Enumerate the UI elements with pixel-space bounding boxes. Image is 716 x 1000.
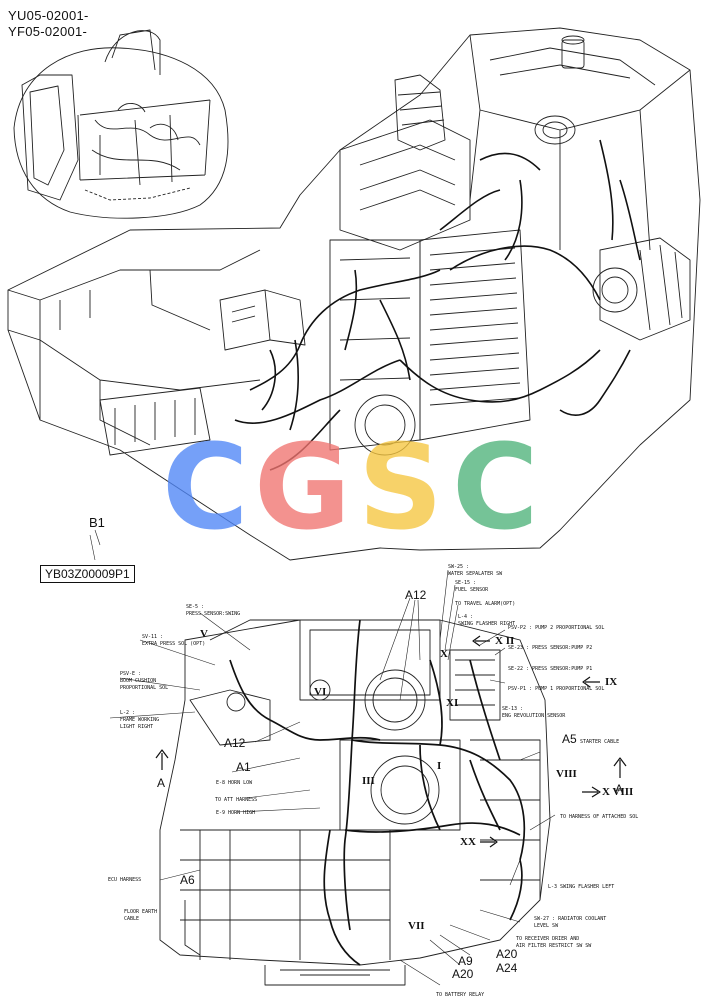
label-eng-rev: ENG REVOLUTION SENSOR bbox=[502, 713, 566, 719]
label-l2: L-2 : bbox=[120, 710, 136, 716]
harness-wires-upper bbox=[234, 139, 641, 471]
label-a12-top: A12 bbox=[405, 588, 427, 602]
view-arrow-a-left: A bbox=[157, 776, 166, 790]
watermark-letter-c1: C bbox=[162, 418, 249, 556]
label-sw27: SW-27 : RADIATOR COOLANT bbox=[534, 916, 607, 922]
label-press-swing: PRESS SENSOR:SWING bbox=[186, 611, 241, 617]
label-water-sep: WATER SEPALATER SW bbox=[448, 571, 503, 577]
view-label-x: X bbox=[440, 648, 448, 660]
label-light-right: LIGHT RIGHT bbox=[120, 724, 154, 730]
label-air-filter: AIR FILTER RESTRICT SW SW bbox=[516, 943, 592, 949]
label-psv-p2: PSV-P2 : PUMP 2 PROPORTIONAL SOL bbox=[508, 625, 605, 631]
label-a24: A24 bbox=[496, 961, 518, 975]
label-l3: L-3 SWING FLASHER LEFT bbox=[548, 884, 615, 890]
label-a12-left: A12 bbox=[224, 736, 246, 750]
label-boom-cushion: BOOM CUSHION bbox=[120, 678, 157, 684]
view-arrows bbox=[155, 635, 627, 848]
label-a1: A1 bbox=[236, 760, 251, 774]
label-harness-attached: TO HARNESS OF ATTACHED SOL bbox=[560, 814, 639, 820]
label-a20-a: A20 bbox=[496, 947, 518, 961]
label-l4: L-4 : bbox=[458, 614, 474, 620]
label-e8-low: E-8 HORN LOW bbox=[216, 780, 253, 786]
watermark-letter-g: G bbox=[254, 418, 351, 556]
view-label-xii: X II bbox=[495, 635, 515, 647]
label-fuel-sensor: FUEL SENSOR bbox=[455, 587, 489, 593]
watermark-letter-c2: C bbox=[452, 418, 539, 556]
cab-inset bbox=[13, 29, 229, 219]
label-se5: SE-5 : bbox=[186, 604, 205, 610]
label-floor-earth: FLOOR EARTH bbox=[124, 909, 158, 915]
watermark: C G S C bbox=[162, 418, 582, 558]
view-label-xi: XI bbox=[446, 697, 459, 709]
label-prop-sol: PROPORTIONAL SOL bbox=[120, 685, 169, 691]
label-se22: SE-22 : PRESS SENSOR:PUMP P1 bbox=[508, 666, 593, 672]
view-label-viii: VIII bbox=[556, 768, 577, 780]
label-ecu-harness: ECU HARNESS bbox=[108, 877, 142, 883]
label-level-sw: LEVEL SW bbox=[534, 923, 559, 929]
upper-structure-isometric bbox=[7, 27, 701, 561]
label-sw25: SW-25 : bbox=[448, 564, 470, 570]
label-travel-alarm: TO TRAVEL ALARM(OPT) bbox=[455, 601, 516, 607]
serial-range-line-2: YF05-02001- bbox=[8, 24, 88, 39]
harness-wires-lower bbox=[229, 619, 526, 966]
label-a5: A5 bbox=[562, 732, 577, 746]
label-psv-p1: PSV-P1 : PUMP 1 PROPORTIONAL SOL bbox=[508, 686, 605, 692]
watermark-letter-s: S bbox=[358, 418, 443, 556]
label-e9-high: E-9 HORN HIGH bbox=[216, 810, 256, 816]
label-starter-cable: STARTER CABLE bbox=[580, 739, 620, 745]
view-label-ix: IX bbox=[605, 676, 618, 688]
label-att-harness: TO ATT HARNESS bbox=[215, 797, 258, 803]
label-se13: SE-13 : bbox=[502, 706, 524, 712]
label-a20-b: A20 bbox=[452, 967, 474, 981]
view-arrow-a-right: A bbox=[615, 782, 624, 796]
label-receiver: TO RECEIVER DRIER AND bbox=[516, 936, 580, 942]
label-swing-flasher-right: SWING FLASHER RIGHT bbox=[458, 621, 516, 627]
label-cable: CABLE bbox=[124, 916, 140, 922]
view-label-iii: III bbox=[362, 775, 375, 787]
label-a6: A6 bbox=[180, 873, 195, 887]
label-psv-e: PSV-E : bbox=[120, 671, 142, 677]
label-battery-relay: TO BATTERY RELAY bbox=[436, 992, 485, 998]
leader-lines bbox=[89, 529, 556, 986]
callout-ref: B1 bbox=[89, 515, 105, 530]
view-label-xx: XX bbox=[460, 836, 476, 848]
view-label-v: V bbox=[200, 628, 208, 640]
view-label-xviii: X VIII bbox=[602, 786, 634, 798]
label-extra-press: EXTRA PRESS SOL (OPT) bbox=[142, 641, 206, 647]
label-sv11: SV-11 : bbox=[142, 634, 164, 640]
part-number-box[interactable]: YB03Z00009P1 bbox=[40, 565, 135, 583]
label-se23: SE-23 : PRESS SENSOR:PUMP P2 bbox=[508, 645, 593, 651]
view-label-i: I bbox=[437, 760, 442, 772]
view-label-vii: VII bbox=[408, 920, 425, 932]
view-label-vi: VI bbox=[314, 686, 327, 698]
plan-view bbox=[159, 619, 551, 986]
label-a9: A9 bbox=[458, 954, 473, 968]
label-se15: SE-15 : bbox=[455, 580, 477, 586]
label-frame-working: FRAME WORKING bbox=[120, 717, 160, 723]
serial-range-line-1: YU05-02001- bbox=[8, 8, 89, 23]
